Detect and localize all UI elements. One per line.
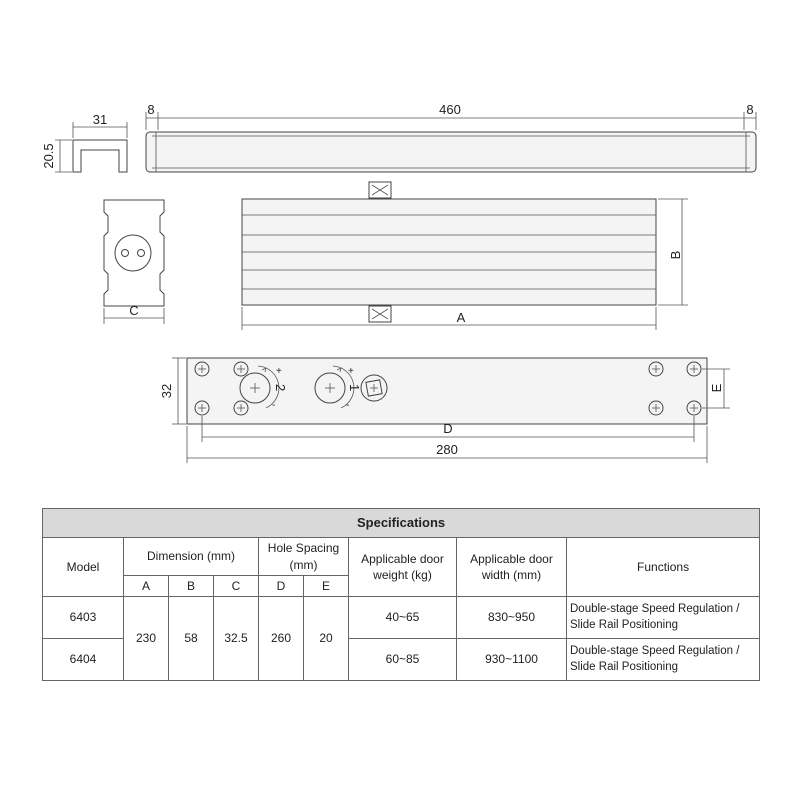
row-2-model: 6404 — [42, 638, 124, 681]
rail-side-view: 8 460 8 — [145, 102, 757, 173]
mounting-hole-4 — [233, 400, 249, 416]
table-row: 6404 60~85 930~1100 Double-stage Speed R… — [42, 638, 761, 681]
header-door-width: Applicable door width (mm) — [456, 537, 567, 597]
row-1-function-line-1: Double-stage Speed Regulation / — [570, 602, 740, 615]
plate-height-label: 32 — [159, 384, 174, 398]
pivot-square — [360, 374, 388, 402]
row-2-functions: Double-stage Speed Regulation / Slide Ra… — [565, 638, 761, 681]
closer-end-width-label: C — [129, 303, 138, 318]
cell-a: 230 — [123, 596, 169, 681]
row-2-function-line-1: Double-stage Speed Regulation / — [570, 644, 740, 657]
row-2-function-line-2: Slide Rail Positioning — [570, 660, 679, 673]
valve-2-number: 2 — [273, 384, 288, 391]
header-sub-b: B — [168, 575, 214, 597]
rail-right-gap-label: 8 — [746, 102, 753, 117]
mounting-hole-7 — [686, 361, 702, 377]
mounting-hole-6 — [648, 400, 664, 416]
speed-valve-2: + 2 - — [239, 365, 288, 411]
mounting-hole-5 — [648, 361, 664, 377]
plate-length-label: 280 — [436, 442, 458, 457]
valve-2-plus: + — [276, 366, 282, 377]
valve-2-minus: - — [272, 400, 275, 411]
row-2-weight: 60~85 — [348, 638, 457, 681]
cell-b: 58 — [168, 596, 214, 681]
row-1-width: 830~950 — [456, 596, 567, 639]
cell-d: 260 — [258, 596, 304, 681]
table-row: 6403 230 58 32.5 260 20 40~65 830~950 Do… — [42, 596, 761, 681]
mounting-hole-8 — [686, 400, 702, 416]
header-sub-c: C — [213, 575, 259, 597]
header-door-weight: Applicable door weight (kg) — [348, 537, 457, 597]
header-sub-a: A — [123, 575, 169, 597]
header-hole-spacing: Hole Spacing (mm) — [258, 537, 349, 576]
specifications-table: Specifications Model Dimension (mm) Hole… — [41, 508, 761, 681]
header-functions: Functions — [565, 537, 761, 597]
hole-spacing-label: D — [443, 421, 452, 436]
rail-length-label: 460 — [439, 102, 461, 117]
hole-vertical-label: E — [709, 383, 724, 392]
cell-e: 20 — [303, 596, 349, 681]
table-title: Specifications — [41, 508, 761, 538]
technical-drawing: 31 20.5 8 460 8 C — [41, 102, 757, 463]
cell-c: 32.5 — [213, 596, 259, 681]
header-dimension: Dimension (mm) — [123, 537, 259, 576]
speed-valve-1: + 1 - — [314, 365, 362, 411]
row-1-weight: 40~65 — [348, 596, 457, 639]
closer-body-view: A B — [241, 181, 688, 330]
row-1-model: 6403 — [42, 596, 124, 639]
row-1-functions: Double-stage Speed Regulation / Slide Ra… — [565, 596, 761, 639]
header-model: Model — [42, 537, 124, 597]
valve-1-plus: + — [348, 366, 354, 377]
mounting-hole-1 — [194, 361, 210, 377]
mounting-hole-2 — [194, 400, 210, 416]
rail-profile-height-label: 20.5 — [41, 143, 56, 168]
rail-profile-width-label: 31 — [93, 112, 107, 127]
header-sub-d: D — [258, 575, 304, 597]
row-2-width: 930~1100 — [456, 638, 567, 681]
rail-left-gap-label: 8 — [147, 102, 154, 117]
closer-end-view: C — [103, 199, 165, 324]
closer-height-label: B — [668, 251, 683, 260]
closer-length-label: A — [457, 310, 466, 325]
rail-profile-view: 31 20.5 — [41, 112, 128, 173]
row-1-function-line-2: Slide Rail Positioning — [570, 618, 679, 631]
header-sub-e: E — [303, 575, 349, 597]
mounting-hole-3 — [233, 361, 249, 377]
mounting-plate-view: + 2 - + 1 - 32 E — [159, 357, 730, 463]
valve-1-minus: - — [346, 400, 349, 411]
valve-1-number: 1 — [347, 384, 362, 391]
